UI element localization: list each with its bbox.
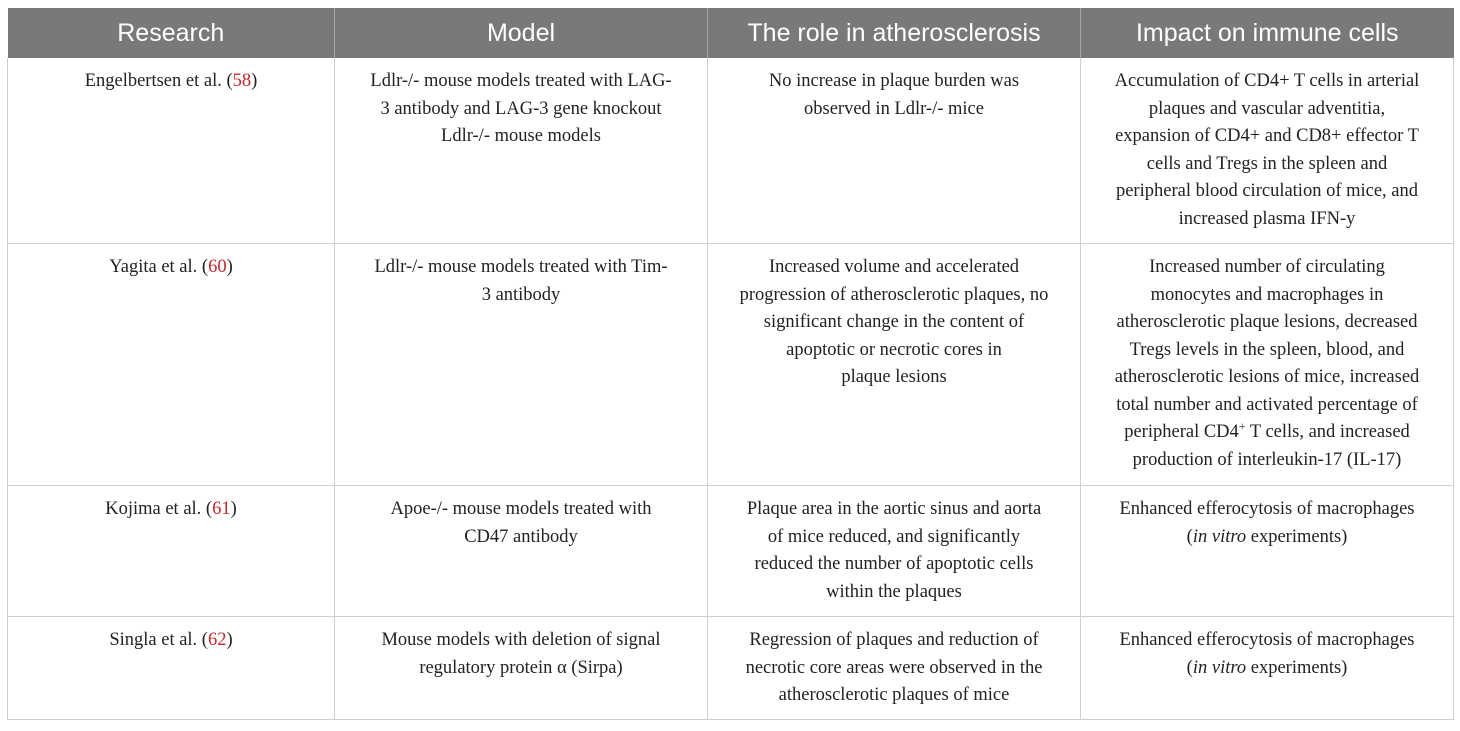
- header-role: The role in atherosclerosis: [707, 8, 1081, 58]
- cell-model: Ldlr-/- mouse models treated with Tim- 3…: [334, 243, 708, 486]
- cell-model: Apoe-/- mouse models treated with CD47 a…: [334, 485, 708, 617]
- cell-model: Ldlr-/- mouse models treated with LAG- 3…: [334, 58, 708, 244]
- header-research: Research: [7, 8, 335, 58]
- cell-impact: Increased number of circulating monocyte…: [1080, 243, 1454, 486]
- table-row: Engelbertsen et al. (58) Ldlr-/- mouse m…: [7, 58, 1454, 244]
- reference-link[interactable]: 60: [208, 257, 227, 277]
- cell-role: Regression of plaques and reduction of n…: [707, 616, 1081, 720]
- table-row: Yagita et al. (60) Ldlr-/- mouse models …: [7, 243, 1454, 486]
- header-impact: Impact on immune cells: [1080, 8, 1454, 58]
- cell-research: Kojima et al. (61): [7, 485, 335, 617]
- research-table: Research Model The role in atheroscleros…: [7, 8, 1454, 720]
- reference-link[interactable]: 62: [207, 630, 227, 650]
- cell-impact: Enhanced efferocytosis of macrophages (i…: [1080, 616, 1454, 720]
- table-header-row: Research Model The role in atheroscleros…: [7, 8, 1454, 58]
- cell-role: Increased volume and accelerated progres…: [707, 243, 1081, 486]
- cell-research: Yagita et al. (60): [7, 243, 335, 486]
- header-model: Model: [334, 8, 708, 58]
- cell-impact: Accumulation of CD4+ T cells in arterial…: [1080, 58, 1454, 244]
- cell-impact: Enhanced efferocytosis of macrophages (i…: [1080, 485, 1454, 617]
- cell-research: Singla et al. (62): [7, 616, 335, 720]
- cell-role: No increase in plaque burden was observe…: [707, 58, 1081, 244]
- table-row: Kojima et al. (61) Apoe-/- mouse models …: [7, 485, 1454, 617]
- reference-link[interactable]: 61: [212, 499, 231, 519]
- cell-role: Plaque area in the aortic sinus and aort…: [707, 485, 1081, 617]
- reference-link[interactable]: 58: [232, 71, 252, 91]
- table-row: Singla et al. (62) Mouse models with del…: [7, 616, 1454, 720]
- cell-model: Mouse models with deletion of signal reg…: [334, 616, 708, 720]
- cell-research: Engelbertsen et al. (58): [7, 58, 335, 244]
